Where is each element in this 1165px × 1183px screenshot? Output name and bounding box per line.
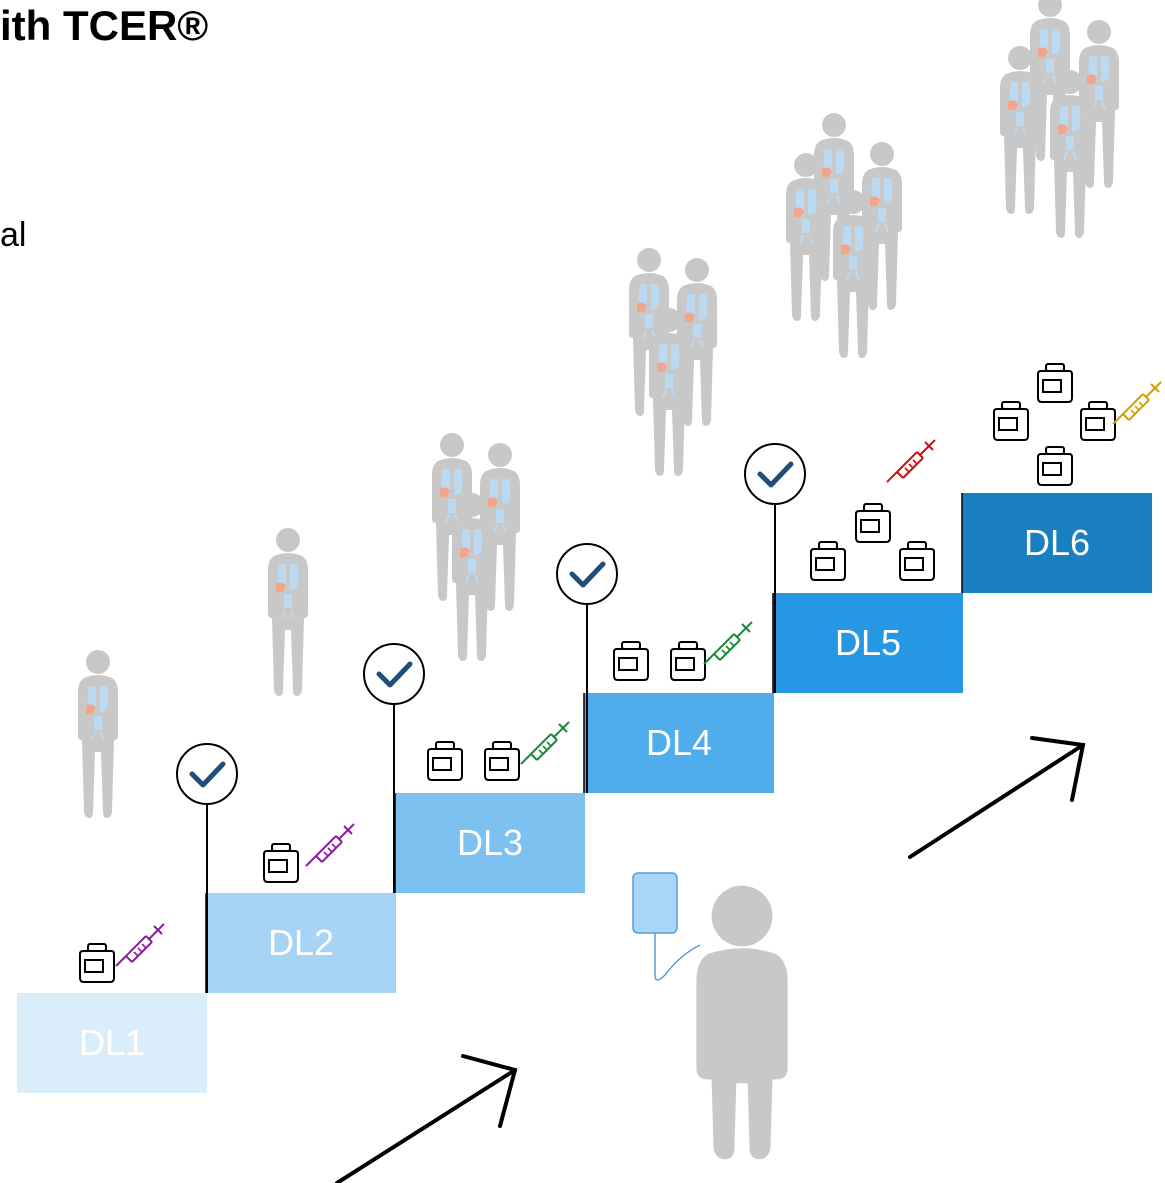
step-block (206, 893, 396, 993)
vial-icon (1037, 363, 1073, 403)
syringe-icon (703, 621, 753, 665)
check-icon (745, 444, 805, 504)
step-label: DL5 (835, 622, 901, 663)
step-block (17, 993, 207, 1093)
vial-icon (484, 741, 520, 781)
step-dl3: DL3 (364, 432, 585, 893)
person-icon (77, 649, 119, 819)
arrow-icon (335, 1054, 518, 1183)
vial-icon (855, 503, 891, 543)
step-dl2: DL2 (177, 527, 396, 993)
vial-icon (1080, 401, 1116, 441)
subtitle-fragment: al (0, 216, 27, 254)
vial-icon (899, 541, 935, 581)
syringe-icon (115, 923, 165, 967)
vial-icon (79, 943, 115, 983)
step-label: DL1 (79, 1022, 145, 1063)
vial-icon (427, 741, 463, 781)
arrow-icon (908, 736, 1086, 859)
page-title: ith TCER® (0, 2, 209, 49)
patient-iv-figure (632, 872, 788, 1160)
person-icon (267, 527, 309, 697)
vial-icon (993, 401, 1029, 441)
vial-icon (613, 641, 649, 681)
step-block (395, 793, 585, 893)
step-block (962, 493, 1152, 593)
syringe-icon (305, 823, 355, 867)
syringe-icon (886, 439, 936, 483)
step-dl5: DL5 (745, 112, 963, 693)
step-label: DL6 (1024, 522, 1090, 563)
check-icon (557, 544, 617, 604)
step-dl6: DL6 (962, 0, 1162, 593)
person-icon (696, 885, 788, 1160)
step-label: DL4 (646, 722, 712, 763)
check-icon (364, 644, 424, 704)
vial-icon (810, 541, 846, 581)
vial-icon (263, 843, 299, 883)
syringe-icon (520, 721, 570, 765)
step-dl1: DL1 (17, 649, 207, 1093)
step-label: DL3 (457, 822, 523, 863)
step-label: DL2 (268, 922, 334, 963)
check-icon (177, 744, 237, 804)
vial-icon (670, 641, 706, 681)
vial-icon (1037, 446, 1073, 486)
syringe-icon (1112, 381, 1162, 425)
step-dl4: DL4 (557, 247, 774, 793)
step-block (584, 693, 774, 793)
iv-bag-icon (632, 872, 678, 934)
step-block (773, 593, 963, 693)
steps-layer: DL1 DL2 DL3 DL4 DL5 DL6 (17, 0, 1162, 1093)
